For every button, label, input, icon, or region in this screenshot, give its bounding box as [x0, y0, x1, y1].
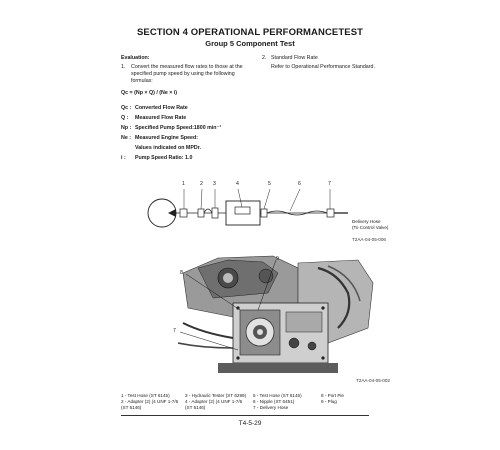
legend-column-2: 3 - Hydraulic Tester (ST 6299) 4 - Adapt…	[185, 393, 246, 411]
callout-4: 4	[236, 181, 239, 187]
legend-item: 1 - Test Hose (ST 6145)	[121, 393, 170, 398]
callout-3: 3	[213, 181, 216, 187]
group-title: Group 5 Component Test	[205, 39, 295, 48]
fitting	[211, 207, 219, 219]
footer-rule	[121, 415, 369, 416]
definition-symbol: Q :	[121, 115, 129, 121]
delivery-hose-label-line: (To Control Valve)	[352, 224, 389, 230]
pump-arrow-icon	[168, 209, 176, 217]
definition-symbol: i :	[121, 155, 126, 161]
fitting	[326, 208, 335, 218]
legend-item: (ST 6146)	[185, 405, 206, 410]
pump-photo-illustration	[178, 248, 378, 376]
definition-text: Measured Flow Rate	[135, 115, 187, 121]
legend-item: 3 - Hydraulic Tester (ST 6299)	[185, 393, 247, 398]
evaluation-item1-text: Convert the measured flow rates to those…	[131, 64, 243, 86]
section-title: SECTION 4 OPERATIONAL PERFORMANCETEST	[136, 27, 364, 38]
definition-text: Measured Engine Speed:	[135, 135, 198, 141]
callout-7: 7	[328, 181, 331, 187]
fitting	[179, 208, 188, 218]
legend-item: 4 - Adapter (2) (4 UNF 1-7/6	[185, 399, 243, 404]
evaluation-item1-line: formulas:	[131, 78, 153, 85]
fitting	[260, 208, 268, 218]
hose	[203, 208, 213, 214]
legend-item: 8 - Port Pie	[321, 393, 344, 398]
evaluation-item1-line: Convert the measured flow rates to those…	[131, 64, 243, 70]
definition-symbol: Np :	[121, 125, 132, 131]
evaluation-item2-title: Standard Flow Rate	[271, 55, 318, 61]
definition-text: Converted Flow Rate	[135, 105, 188, 111]
hose	[266, 210, 328, 216]
legend-item: 5 - Test Hose (ST 6145)	[253, 393, 302, 398]
callout-2: 2	[200, 181, 203, 187]
definition-symbol: Qc :	[121, 105, 132, 111]
legend-item: 7 - Delivery Hose	[253, 405, 289, 410]
definition-symbol: Ne :	[121, 135, 132, 141]
photo-figure-id: T2AA-04-05-002	[356, 378, 390, 383]
fitting	[197, 208, 205, 218]
legend-column-3: 5 - Test Hose (ST 6145) 6 - Nipple (ST 6…	[253, 393, 302, 411]
flow-formula: Qc = (Np × Q) / (Ne × i)	[121, 90, 178, 96]
evaluation-item1-number: 1.	[121, 64, 126, 70]
photo-callout-7: 7	[173, 328, 176, 334]
page-number: T4-5-29	[238, 420, 262, 427]
legend-item: 2 - Adapter (2) (4 UNF 1-7/6	[121, 399, 179, 404]
tester-display	[234, 206, 251, 215]
callout-5: 5	[268, 181, 271, 187]
evaluation-item2-number: 2.	[262, 55, 267, 61]
definition-text: Specified Pump Speed:1800 min⁻¹	[135, 125, 222, 131]
definition-text: Values indicated on MPDr.	[135, 145, 201, 151]
photo-callout-9: 9	[276, 256, 279, 262]
definition-text: Pump Speed Ratio: 1.0	[135, 155, 193, 161]
legend-column-4: 8 - Port Pie 9 - Plug	[321, 393, 344, 405]
callout-1: 1	[182, 181, 185, 187]
legend-item: 6 - Nipple (ST 6451)	[253, 399, 295, 404]
legend-column-1: 1 - Test Hose (ST 6145) 2 - Adapter (2) …	[121, 393, 178, 411]
photo-callout-8: 8	[180, 270, 183, 276]
legend-item: 9 - Plug	[321, 399, 337, 404]
evaluation-item2-reference: Refer to Operational Performance Standar…	[271, 64, 375, 70]
test-setup-schematic	[147, 188, 348, 228]
callout-6: 6	[298, 181, 301, 187]
delivery-hose-label: Delivery Hose (To Control Valve)	[352, 219, 388, 230]
schematic-figure-id: T2AA-04-05-006	[352, 237, 386, 242]
delivery-hose-label-line: Delivery Hose	[352, 219, 381, 224]
evaluation-item1-line: specified pump speed by using the follow…	[131, 71, 235, 78]
legend-item: (ST 6146)	[121, 405, 142, 410]
evaluation-heading: Evaluation:	[121, 55, 150, 61]
